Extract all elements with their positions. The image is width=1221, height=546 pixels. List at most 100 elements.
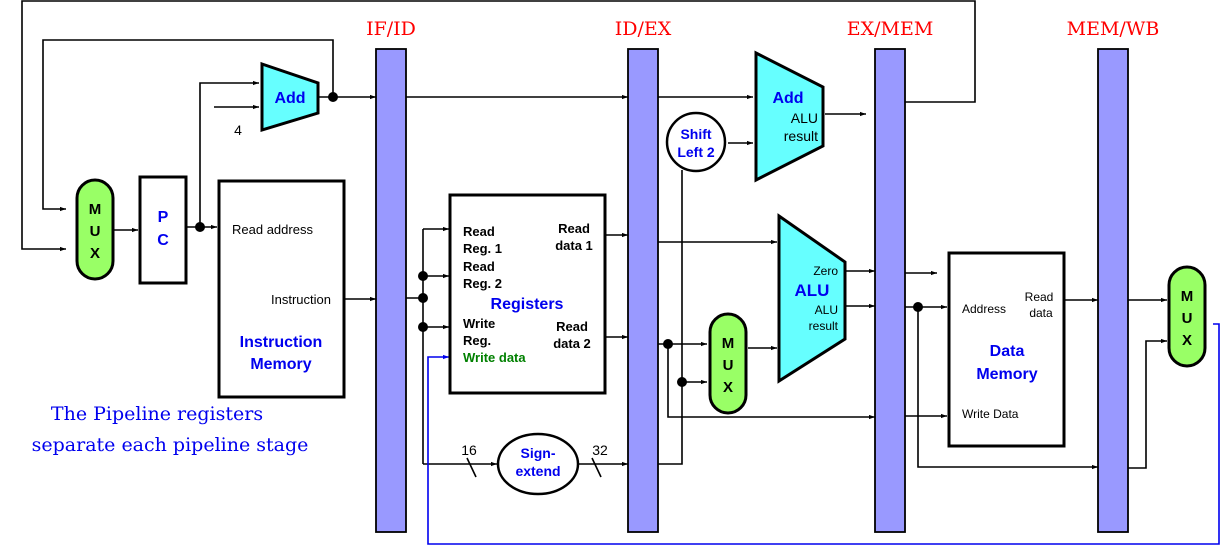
register-bar: [627, 48, 659, 533]
shift-left-2-unit: Shift Left 2: [665, 111, 727, 173]
stage-label: MEM/WB: [1067, 18, 1160, 40]
dmem-title-line2: Memory: [976, 366, 1037, 383]
mux-letter: M: [89, 201, 102, 218]
junction-dots: [195, 92, 923, 387]
port-label-read-data: Read: [1025, 290, 1054, 304]
wire-branch-target-feedback: [21, 0, 976, 252]
port-label-read-reg2: Read: [463, 259, 495, 274]
adder-shape: [260, 61, 320, 133]
port-label-alu-result: ALU: [815, 303, 838, 317]
branch-adder-title: Add: [772, 90, 803, 107]
port-label-write-data: Write data: [463, 350, 526, 365]
pc-letter: P: [158, 209, 169, 226]
mux-letter: M: [722, 335, 735, 352]
port-label-read-data2: data 2: [553, 336, 591, 351]
stage-label: EX/MEM: [847, 18, 934, 40]
pipeline-register-mem-wb: MEM/WB: [1067, 18, 1160, 533]
port-label-write-reg: Reg.: [463, 333, 491, 348]
pc-letter: C: [157, 232, 169, 249]
adder-shape: [754, 50, 825, 183]
instruction-memory: Read address Instruction Instruction Mem…: [217, 179, 346, 399]
junction-dot: [913, 302, 923, 312]
port-label-read-data2: Read: [556, 319, 588, 334]
port-label-write-data: Write Data: [962, 407, 1019, 421]
bus-width-in-label: 16: [461, 442, 477, 458]
adder-title: Add: [274, 90, 305, 107]
port-label-zero: Zero: [813, 264, 838, 278]
wire-alu-result-bypass: [917, 307, 1098, 470]
pc-mux: M U X: [75, 178, 115, 281]
register-bar: [874, 48, 906, 533]
bus-width-out-label: 32: [592, 442, 608, 458]
port-label-alu-result: ALU: [791, 110, 818, 126]
alu-shape: [777, 213, 847, 384]
register-bar: [375, 48, 407, 533]
dmem-box: [947, 251, 1066, 448]
shift-left-shape: [665, 111, 727, 173]
mux-letter: X: [90, 245, 100, 262]
alu-src-mux: M U X: [708, 312, 748, 415]
mux-letter: U: [1182, 310, 1193, 327]
imem-title-line1: Instruction: [240, 334, 323, 351]
write-back-mux: M U X: [1167, 265, 1207, 368]
sign-extend-label: Sign-: [521, 445, 556, 461]
mux-letter: M: [1181, 288, 1194, 305]
port-label-read-address: Read address: [232, 222, 313, 237]
const-four-label: 4: [234, 122, 242, 138]
alu-title: ALU: [795, 281, 830, 300]
wire-memwb-alu-to-mux: [1128, 338, 1167, 469]
bus-slash-16: [466, 457, 477, 478]
port-label-write-reg: Write: [463, 316, 495, 331]
pipeline-register-if-id: IF/ID: [366, 18, 416, 533]
wire-rd2-to-exmem: [667, 344, 875, 420]
sign-extend-shape: [496, 432, 580, 496]
junction-dot: [195, 222, 205, 232]
caption: The Pipeline registers separate each pip…: [32, 403, 309, 456]
pipeline-register-ex-mem: EX/MEM: [847, 18, 934, 533]
junction-dot: [663, 339, 673, 349]
wire-pc-plus4-feedback: [42, 39, 334, 212]
junction-dot: [418, 271, 428, 281]
pipeline-register-id-ex: ID/EX: [615, 18, 672, 533]
junction-dot: [418, 293, 428, 303]
stage-label: IF/ID: [366, 18, 416, 40]
wires: [21, 0, 1220, 545]
mux-letter: U: [723, 357, 734, 374]
caption-line1: The Pipeline registers: [51, 403, 263, 425]
mux-shape: [708, 312, 748, 415]
junction-dot: [328, 92, 338, 102]
regfile-title: Registers: [491, 296, 564, 313]
junction-dot: [677, 377, 687, 387]
wire-pc-to-adder: [199, 80, 259, 227]
port-label-instruction: Instruction: [271, 292, 331, 307]
port-label-read-data1: data 1: [555, 238, 593, 253]
program-counter: P C: [138, 175, 188, 285]
pc-adder: Add 4: [234, 61, 320, 138]
mux-letter: X: [1182, 332, 1192, 349]
mux-letter: X: [723, 379, 733, 396]
imem-box: [217, 179, 346, 399]
mux-letter: U: [90, 223, 101, 240]
main-alu: Zero ALU ALU result: [777, 213, 847, 384]
bus-slash-32: [591, 457, 602, 478]
mux-shape: [1167, 265, 1207, 368]
sign-extend-label: extend: [515, 463, 560, 479]
port-label-read-reg1: Reg. 1: [463, 241, 502, 256]
sign-extend-unit: Sign- extend 16 32: [461, 432, 608, 496]
imem-title-line2: Memory: [250, 356, 311, 373]
regfile-box: [448, 193, 607, 395]
port-label-alu-result: result: [784, 128, 818, 144]
port-label-read-data1: Read: [558, 221, 590, 236]
data-memory: Address Read data Data Memory Write Data: [947, 251, 1066, 448]
stage-label: ID/EX: [615, 18, 672, 40]
port-label-read-reg2: Reg. 2: [463, 276, 502, 291]
wire-idex-imm: [658, 170, 683, 465]
register-file: Read Reg. 1 Read Reg. 2 Registers Write …: [448, 193, 607, 395]
shift-left-label: Shift: [680, 126, 711, 142]
caption-line2: separate each pipeline stage: [32, 434, 309, 456]
branch-adder: Add ALU result: [754, 50, 825, 183]
pc-box: [138, 175, 188, 285]
port-label-read-reg1: Read: [463, 224, 495, 239]
junction-dot: [418, 322, 428, 332]
